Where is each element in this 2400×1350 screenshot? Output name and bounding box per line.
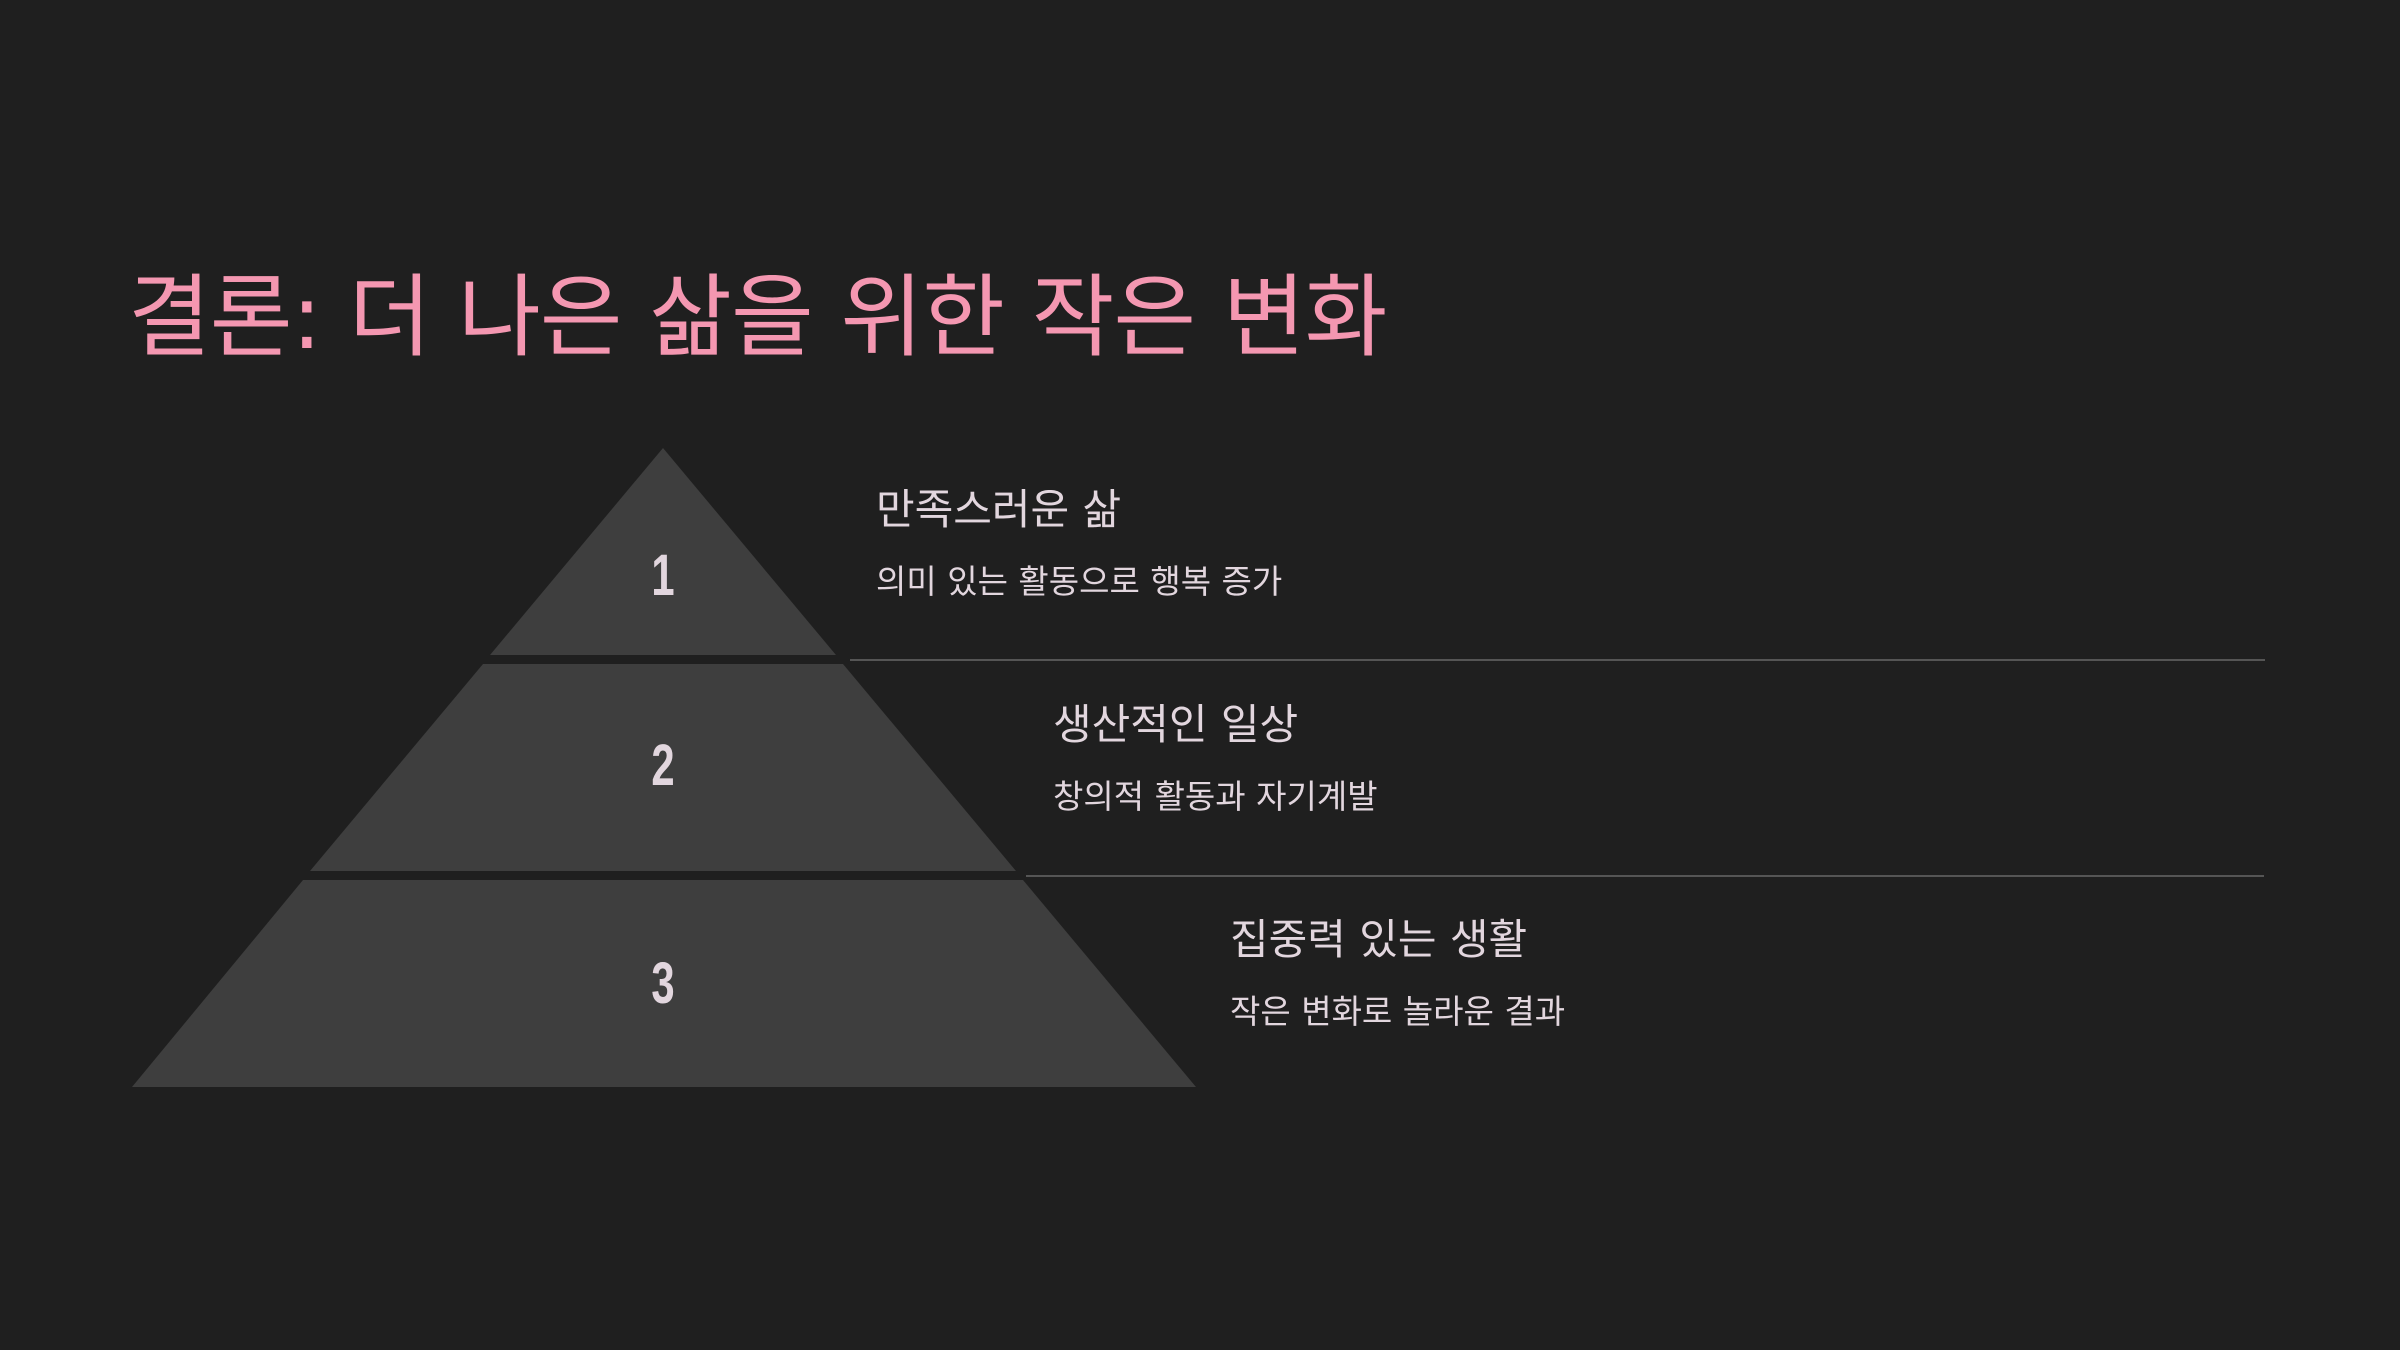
tier-1-description: 의미 있는 활동으로 행복 증가: [876, 562, 1283, 601]
tier-1-text: 만족스러운 삶 의미 있는 활동으로 행복 증가: [876, 482, 1282, 604]
tier-2-description: 창의적 활동과 자기계발: [1053, 777, 1378, 816]
tier-1-heading: 만족스러운 삶: [876, 485, 1122, 534]
tier-2-text: 생산적인 일상 창의적 활동과 자기계발: [1053, 697, 1378, 819]
tier-3-description: 작은 변화로 놀라운 결과: [1230, 992, 1566, 1031]
tier-2-heading: 생산적인 일상: [1053, 700, 1299, 749]
pyramid-tier-2: [310, 664, 1016, 871]
pyramid-tier-1: [490, 448, 836, 655]
slide-title: 결론: 더 나은 삶을 위한 작은 변화: [128, 265, 1387, 370]
tier-number-2: 2: [651, 733, 675, 798]
tier-number-1: 1: [651, 543, 675, 608]
pyramid-tier-3: [132, 880, 1196, 1087]
tier-number-3: 3: [651, 951, 675, 1016]
divider-1: [850, 659, 2265, 661]
tier-3-heading: 집중력 있는 생활: [1230, 915, 1528, 964]
tier-3-text: 집중력 있는 생활 작은 변화로 놀라운 결과: [1230, 912, 1565, 1034]
divider-2: [1026, 875, 2264, 877]
